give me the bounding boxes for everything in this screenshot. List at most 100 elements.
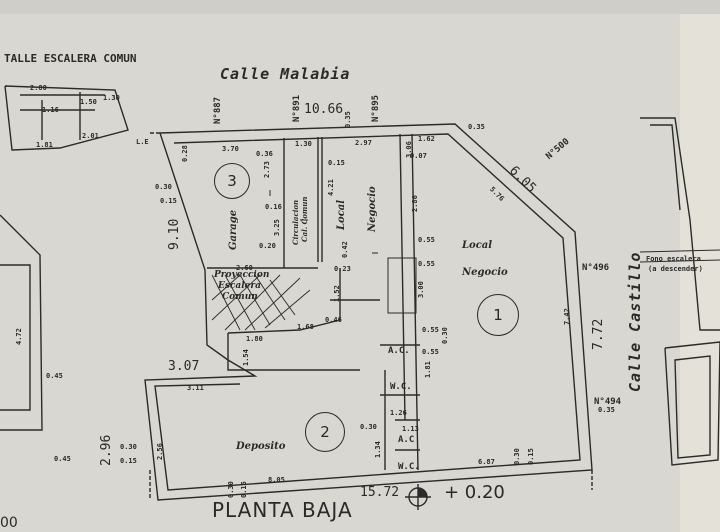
unit-number-3: 3 <box>214 163 250 199</box>
dim-label: 1.81 <box>424 361 432 378</box>
street-number-891: N°891 <box>292 94 302 122</box>
dim-label: 0.30 <box>441 327 449 344</box>
detail-sketch <box>4 85 129 151</box>
dim-label: 0.30 <box>227 481 235 498</box>
plan-title: PLANTA BAJA <box>212 498 353 522</box>
dim-label: 0.15 <box>527 448 535 465</box>
level-label: + 0.20 <box>444 482 505 503</box>
dim-label: 0.30 <box>155 183 172 191</box>
page-fragment: 00 <box>0 515 18 531</box>
room-escalera-2: Escalera <box>218 281 261 291</box>
detail-title: TALLE ESCALERA COMUN <box>4 52 137 65</box>
dim-label: 1.81 <box>36 141 53 149</box>
room-negocio-small: Negocio <box>367 186 378 232</box>
right-building <box>640 117 720 466</box>
dim-label: 2.80 <box>30 84 47 92</box>
dim-label: 3.00 <box>417 281 425 298</box>
dim-label: 0.55 <box>418 236 435 244</box>
street-name-right: Calle Castillo <box>626 251 644 392</box>
dim-label: 0.30 <box>360 423 377 431</box>
dim-label: 0.07 <box>410 152 427 160</box>
dim-label: 0.55 <box>422 348 439 356</box>
dim-label: 3.70 <box>222 145 239 153</box>
unit-number-1: 1 <box>477 294 519 336</box>
dim-label: 0.55 <box>422 326 439 334</box>
dim-label: 1.16 <box>42 106 59 114</box>
dim-label: 0.30 <box>120 443 137 451</box>
stair-hatch <box>211 274 311 331</box>
outer-wall-inner <box>154 133 581 491</box>
street-number-895: N°895 <box>371 94 381 122</box>
dim-label: 2.86 <box>411 195 419 212</box>
street-number-887: N°887 <box>213 96 223 124</box>
dim-label: 1.54 <box>242 349 250 366</box>
side-room-label: Fono escalera <box>646 255 701 263</box>
room-wc-2: W.C. <box>398 462 420 472</box>
dim-label: 0.36 <box>256 150 273 158</box>
room-circulacion-2: Cal. Comun <box>300 196 309 242</box>
dim-label: 2.73 <box>263 161 271 178</box>
dim-label: 0.15 <box>120 457 137 465</box>
wall-wc <box>380 344 420 451</box>
room-wc-1: W.C. <box>390 382 412 392</box>
dim-label: 8.05 <box>268 476 285 484</box>
room-negocio-big: Negocio <box>462 267 508 278</box>
street-number-494: N°494 <box>594 397 622 407</box>
street-name-top: Calle Malabia <box>220 65 351 83</box>
dim-label: 1.34 <box>374 441 382 458</box>
dim-left-total: 9.10 <box>167 218 182 250</box>
room-local-big: Local <box>462 240 493 251</box>
dim-right-total: 7.72 <box>591 318 606 350</box>
wall-negocio <box>399 133 406 421</box>
dim-front-total: 10.66 <box>304 102 344 117</box>
dim-label: 0.55 <box>418 260 435 268</box>
wall-mid <box>227 333 360 371</box>
dim-label: 6.87 <box>478 458 495 466</box>
dim-label: 0.15 <box>328 159 345 167</box>
dim-label: 0.23 <box>334 265 351 273</box>
wall-negocio-2 <box>411 133 419 471</box>
side-room-label-2: (a descender) <box>648 265 703 273</box>
room-garage: Garage <box>228 209 239 250</box>
dim-label: 0.42 <box>341 241 349 258</box>
street-number-496: N°496 <box>582 263 610 273</box>
dim-label: 3.06 <box>405 141 413 158</box>
dim-label: 1.50 <box>80 98 97 106</box>
dim-label: 0.28 <box>181 145 189 162</box>
room-local-small: Local <box>336 199 347 230</box>
dim-label: 0.45 <box>54 455 71 463</box>
dim-label: 2.97 <box>355 139 372 147</box>
le-marker: L.E <box>136 138 149 146</box>
dim-label: 0.30 <box>513 448 521 465</box>
dim-label: 1.52 <box>333 285 341 302</box>
dim-label: 1.62 <box>418 135 435 143</box>
dim-label: 3.25 <box>273 219 281 236</box>
dim-label: 0.45 <box>46 372 63 380</box>
dim-bottom-total: 15.72 <box>360 485 400 500</box>
wall-stair-right <box>227 268 341 334</box>
dim-label: 0.20 <box>259 242 276 250</box>
room-ac-2: A.C <box>398 435 415 445</box>
room-ac-1: A.C. <box>388 346 410 356</box>
dim-label: 0.15 <box>160 197 177 205</box>
dim-label: 7.42 <box>563 308 571 325</box>
dim-label: 0.35 <box>468 123 485 131</box>
dim-label: 2.60 <box>236 264 253 272</box>
dim-step: 3.07 <box>168 359 200 374</box>
dim-label: 4.72 <box>15 328 23 345</box>
dim-label: 3.11 <box>187 384 204 392</box>
room-deposito: Deposito <box>236 441 286 452</box>
room-circulacion: Circulacion <box>291 199 300 245</box>
dim-label: 2.01 <box>82 132 99 140</box>
dim-label: 0.35 <box>344 111 352 128</box>
dim-label: 0.16 <box>265 203 282 211</box>
dim-label: 2.56 <box>156 443 164 460</box>
room-escalera-1: Proyeccion <box>214 270 270 280</box>
dim-label: 1.26 <box>390 409 407 417</box>
dim-left-lower: 2.96 <box>99 434 114 466</box>
dim-label: 1.80 <box>246 335 263 343</box>
dim-label: 4.21 <box>327 179 335 196</box>
outer-wall <box>144 123 593 501</box>
dim-label: 0.35 <box>598 406 615 414</box>
